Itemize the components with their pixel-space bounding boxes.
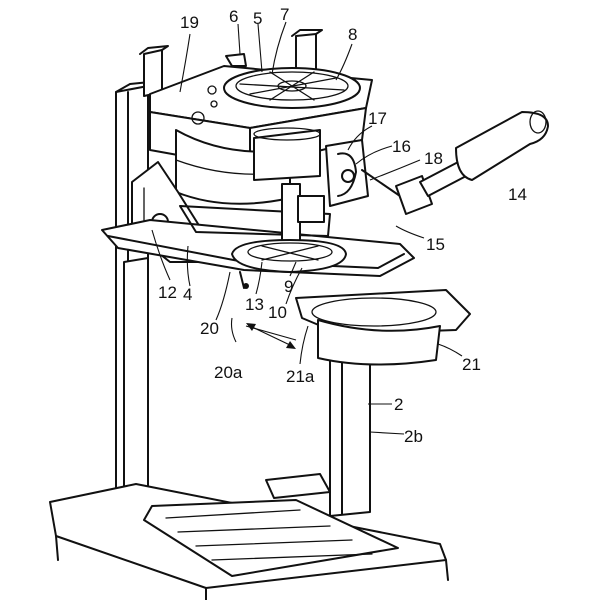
cup	[295, 289, 471, 366]
leader-lines	[151, 21, 463, 435]
top-posts	[139, 29, 323, 97]
ref-18: 18	[424, 149, 443, 168]
stand-leg	[123, 257, 371, 545]
ref-20a: 20a	[214, 363, 243, 382]
rotor-disc	[223, 53, 361, 109]
ice-cylinder	[175, 127, 321, 205]
ref-2b: 2b	[404, 427, 423, 446]
ref-17: 17	[368, 109, 387, 128]
ref-20: 20	[200, 319, 219, 338]
ref-16: 16	[392, 137, 411, 156]
crank-mechanism	[325, 139, 401, 207]
reference-numerals: 19 6 5 7 8 17 16 18 14 15 12 4 13 9 10 2…	[158, 5, 527, 446]
ref-12: 12	[158, 283, 177, 302]
ref-7: 7	[280, 5, 289, 24]
ref-10: 10	[268, 303, 287, 322]
ref-6: 6	[229, 7, 238, 26]
handle	[395, 110, 549, 215]
ref-5: 5	[253, 9, 262, 28]
ref-8: 8	[348, 25, 357, 44]
ref-9: 9	[284, 277, 293, 296]
ref-4: 4	[183, 285, 192, 304]
shaft-and-bowl	[231, 183, 347, 289]
ref-14: 14	[508, 185, 527, 204]
ref-13: 13	[245, 295, 264, 314]
movement-arrow	[246, 323, 296, 349]
ref-21a: 21a	[286, 367, 315, 386]
ref-15: 15	[426, 235, 445, 254]
ref-21: 21	[462, 355, 481, 374]
base-tray	[49, 473, 449, 600]
ref-19: 19	[180, 13, 199, 32]
ref-2: 2	[394, 395, 403, 414]
